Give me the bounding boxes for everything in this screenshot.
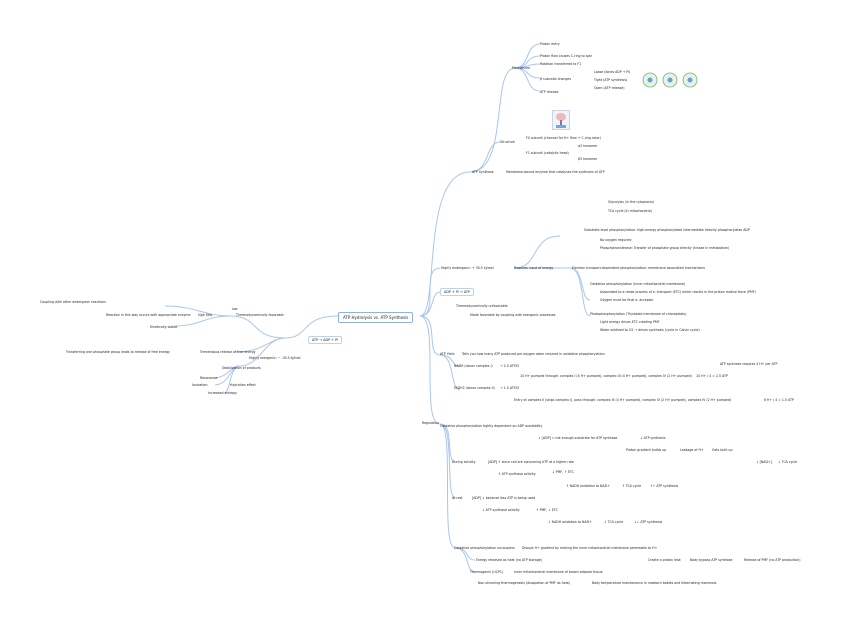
factor-ionization: Ionization (192, 383, 208, 387)
glycolysis-text: Glycolysis (in the cytoplasm) (608, 200, 655, 204)
regulation-thermogenin-3: Body temperature maintenance in newborn … (592, 581, 717, 585)
yield-desc: Tells you how many ATP produced per oxyg… (462, 352, 605, 356)
synthesis-energetics-note: Requires input of energy (514, 266, 554, 270)
yield-fadh: FADH2 (donor complex II) (454, 386, 495, 390)
beta-state-loose: Loose (binds ADP + Pi) (594, 70, 631, 74)
regulation-rest-2: ↓ ATP synthase activity (482, 508, 520, 512)
keq-note: low (232, 307, 238, 311)
regulation-rest[interactable]: At rest (452, 496, 463, 500)
regulation-low-adp-3: Leakage of H+ (680, 448, 704, 452)
yield-fadh-eq: 6 H+ / 4 = 1.5 ATP (764, 398, 794, 402)
mechanism-item-5: ATP release (540, 90, 559, 94)
atp-synthase-rotation-illustration (642, 72, 698, 88)
yield-nadh-calc: 10 H+ pumped through: complex I (4 H+ pu… (520, 374, 692, 378)
phosphotransferase-text: Phosphotransferase: Transfer of phosphat… (600, 246, 730, 250)
atp-synthase-structure-illustration (552, 110, 570, 130)
regulation-low-adp: ↓ [ADP] = not enough substrate for ATP s… (538, 436, 618, 440)
mechanism-item-1: Proton entry (540, 42, 560, 46)
regulation-uncouplers-1: Disrupt H+ gradient by making the inner … (522, 546, 658, 550)
mechanism-item-2: Proton flow causes C-ring to spin (540, 54, 593, 58)
regulation-header[interactable]: Regulation (422, 421, 440, 425)
oxidative-phos-2: Oxygen must be final e- acceptor (600, 298, 654, 302)
synthase-node[interactable]: ATP Synthase (472, 170, 494, 174)
hydrolysis-header[interactable]: ATP → ADP + Pi (308, 336, 343, 344)
regulation-rest-3: ↑ PMF, ↓ ETC (536, 508, 558, 512)
oxidative-phos: Oxidative phosphorylation (inner mitocho… (590, 282, 686, 286)
regulation-low-adp-1: ↓ ATP synthesis (640, 436, 666, 440)
yield-nadh: NADH (donor complex I) (454, 364, 493, 368)
mechanism-item-4: β subunits changes (540, 77, 571, 81)
factor-resonance: Resonance (200, 376, 218, 380)
regulation-during-5: ↑ TCA cycle (622, 484, 642, 488)
regulation-during-2: ↑ ATP synthase activity (498, 472, 536, 476)
regulation-during-6: ↑↑ ATP synthesis (650, 484, 679, 488)
no-oxygen-text: No oxygen required (600, 238, 632, 242)
regulation-during-4: ↑ NADH oxidation to NAD+ (566, 484, 610, 488)
regulation-rest-1: [ADP] ↓ because less ATP is being used (472, 496, 536, 500)
beta-state-open: Open (ATP release) (594, 86, 625, 90)
regulation-during-1: [ADP] ↑ since cell are consuming ATP at … (488, 460, 574, 464)
coupling-detail: Reaction in this way occurs with appropr… (106, 313, 191, 317)
yield-fadh-calc: Entry at complex II (skips complex I), p… (514, 398, 732, 402)
substrate-level-desc: Substrate-level phosphorylation: high-en… (584, 228, 750, 232)
hydrolysis-summary: Highly exergonic: ~ -30.5 kJ/mol (249, 356, 301, 360)
yield-nadh-eq: 10 H+ / 4 = 2.5 ATP (696, 374, 728, 378)
factor-hydration: Hydration effect (230, 383, 256, 387)
regulation-during-3: ↓ PMF, ↑ ETC (552, 470, 574, 474)
regulation-thermogenin[interactable]: Thermogenin (UCP1) (470, 570, 504, 574)
regulation-uncouplers[interactable]: Oxidative phosphorylation uncouplers (454, 546, 515, 550)
regulation-low-adp-2: Proton gradient builds up (626, 448, 667, 452)
beta-state-tight: Tight (ATP synthesis) (594, 78, 628, 82)
adp-favorable: Made favorable by coupling with exergoni… (470, 313, 556, 317)
structure-f0: F0 subunit (channel for H+ flow + C-ring… (526, 136, 601, 140)
root-node[interactable]: ATP Hydrolysis vs. ATP Synthesis (338, 312, 414, 323)
regulation-low-adp-6: ↓ TCA cycle (778, 460, 798, 464)
regulation-low-adp-5: ↓ [NAD+] (756, 460, 772, 464)
yield-fadh-val: → 1.5 ATP/O (500, 386, 520, 390)
group-transfer-text: Transferring one phosphate group leads t… (66, 350, 170, 354)
regulation-rest-6: ↓↓ ATP synthesis (634, 520, 663, 524)
thermo-favorable: Thermodynamically favorable (236, 313, 284, 317)
electron-transport-mode: Electron transport-dependent phosphoryla… (572, 266, 705, 270)
entropy-text: Increased entropy (208, 391, 237, 395)
synthase-desc: Membrane-bound enzyme that catalyses the… (506, 170, 605, 174)
regulation-uncouplers-4: Release of PMF (no ATP production) (744, 558, 801, 562)
regulation-during[interactable]: During activity (452, 460, 476, 464)
regulation-thermogenin-2: Non-shivering thermogenesis (dissipation… (478, 581, 571, 585)
regulation-uncouplers-5: Energy released as heat (no ATP storage) (476, 558, 543, 562)
synthesis-energetics: Highly endergonic: + 30.5 kJ/mol (441, 266, 494, 270)
yield-synthase-req: ATP synthase requires 4 H+ per ATP (720, 362, 778, 366)
adp-pi-node[interactable]: ADP + Pi → ATP (440, 288, 475, 296)
regulation-thermogenin-1: Inner mitochondrial membrane of brown ad… (514, 570, 603, 574)
structure-label[interactable]: Structure (500, 140, 515, 144)
photo-phos-2: Water oxidized to O2 → drives synthesis … (600, 328, 700, 332)
keq-label: high Keq (198, 313, 212, 317)
structure-beta: β3 hexamer (578, 157, 598, 161)
release-text: Tremendous release of free energy (200, 350, 256, 354)
coupling-text: Coupling with other endergonic reactions (40, 300, 106, 304)
structure-f1: F1 subunit (catalytic head) (526, 151, 569, 155)
oxidative-phos-1: Associated to a redox process of e- tran… (600, 290, 756, 294)
structure-alpha: α3 hexamer (578, 144, 598, 148)
factors-text: Stabilization of products (222, 366, 261, 370)
photo-phos-1: Light energy drives ETC creating PMF (600, 320, 660, 324)
yield-nadh-val: → 2.5 ATP/O (500, 364, 520, 368)
regulation-rest-4: ↓ NADH oxidation to NAD+ (548, 520, 592, 524)
regulation-main: Oxidative phosphorylation tightly depend… (440, 424, 543, 428)
regulation-low-adp-4: Gets built up (712, 448, 733, 452)
photo-phos: Photophosphorylation (Thylakoid membrane… (590, 312, 687, 316)
adp-unfavorable: Thermodynamically unfavorable (456, 304, 508, 308)
yield-header[interactable]: ATP Yield (440, 352, 455, 356)
tca-text: TCA cycle (in mitochondria) (608, 209, 652, 213)
regulation-rest-5: ↓ TCA cycle (604, 520, 624, 524)
mechanism-label[interactable]: Mechanism (512, 66, 531, 70)
regulation-uncouplers-3: Body bypass ATP synthase (690, 558, 733, 562)
mechanism-item-3: Rotation transferred to F1 (540, 62, 582, 66)
regulation-uncouplers-2: Create a proton leak (648, 558, 681, 562)
kinetic-stable: Kinetically stable (150, 325, 178, 329)
